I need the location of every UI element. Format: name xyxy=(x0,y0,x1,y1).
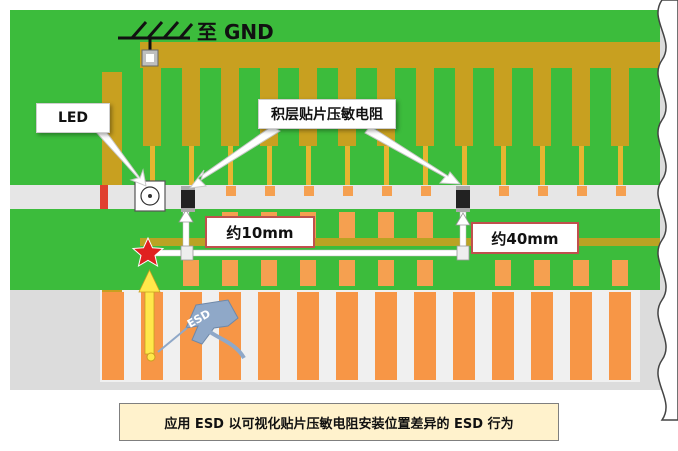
callout-arrows xyxy=(94,125,462,189)
edge-highlight xyxy=(100,185,108,209)
distance-near-label: 约10mm xyxy=(205,216,315,248)
led-icon xyxy=(134,180,166,212)
break-edge xyxy=(657,0,678,421)
distance-far-label: 约40mm xyxy=(471,222,579,254)
gnd-via-hole xyxy=(146,54,154,62)
spark-star-icon xyxy=(131,236,165,268)
varistor-chip-icon xyxy=(181,186,195,212)
upper-gold-bus xyxy=(140,42,660,68)
esd-gun-icon: ESD xyxy=(157,299,246,360)
gap-strip xyxy=(10,185,660,209)
esd-path-arrow xyxy=(138,269,161,362)
led-callout: LED xyxy=(36,103,110,133)
figure-caption: 应用 ESD 以可视化贴片压敏电阻安装位置差异的 ESD 行为 xyxy=(119,403,559,441)
lower-gold-bus xyxy=(140,238,660,246)
ground-symbol-icon xyxy=(118,21,194,52)
upper-finger-traces xyxy=(150,146,623,190)
varistor-chip-icon xyxy=(456,186,470,212)
esd-trace xyxy=(149,209,471,261)
varistor-callout: 积层贴片压敏电阻 xyxy=(258,99,396,129)
gnd-label: 至 GND xyxy=(197,20,274,44)
gap-pads xyxy=(226,186,626,196)
